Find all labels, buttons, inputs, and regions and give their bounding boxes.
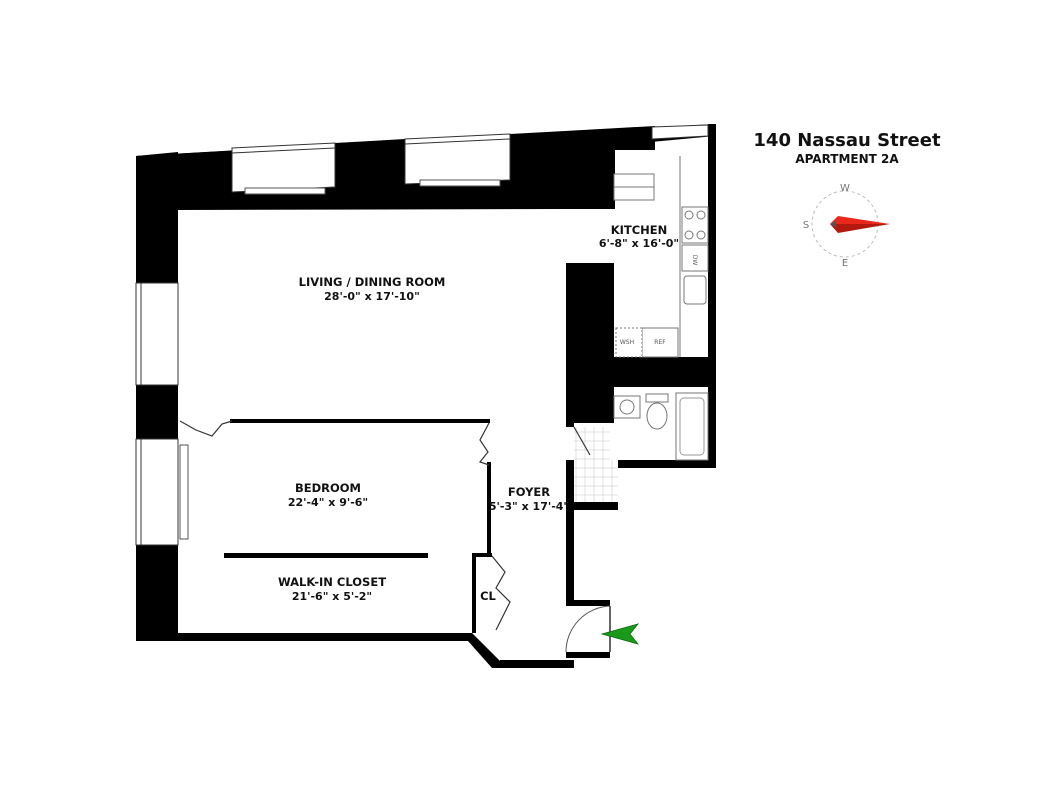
bedroom-name: BEDROOM [295,481,361,495]
cl-name: CL [480,589,496,603]
wall-pier-1 [335,139,405,186]
compass-label-bottom: E [842,258,848,269]
doors [179,420,611,653]
wall-left-bottom-block [136,545,178,641]
bedroom-bifold-door [179,420,233,437]
wall-bath-left2 [566,460,574,510]
washer [615,327,643,358]
wall-cl-left [472,553,476,633]
cl-bifold-door [491,555,511,631]
wall-pier-3 [565,126,655,209]
entry-door-swing [565,605,611,653]
window-left-1 [135,282,179,386]
address-title: 140 Nassau Street [753,130,941,151]
wall-left-mid-block [136,385,178,439]
wall-bath-right [708,387,716,467]
window-top-1 [231,142,336,193]
compass-label-top: W [840,183,850,194]
entry-arrow-icon [600,623,640,645]
wall-bath-bottom [610,460,716,468]
bedroom-door [478,422,490,466]
wall-entry-jamb-bottom [566,652,610,658]
window-top-2 [404,133,511,185]
living-room-dims: 28'-0" x 17'-10" [324,290,420,303]
wall-cl-top [472,553,492,557]
closet-name: WALK-IN CLOSET [278,575,386,589]
kitchen-dims: 6'-8" x 16'-0" [599,237,679,250]
wall-entry-jamb-top [566,600,610,606]
wall-bedroom-top [230,419,490,423]
dishwasher-label: DW [691,255,698,266]
dishwasher [681,244,709,272]
wall-top-corner-left [136,150,240,210]
foyer-dims: 5'-3" x 17'-4" [489,500,569,513]
wall-kitchen-bottom [566,357,716,387]
refrigerator [641,327,679,358]
compass-needle-icon [830,216,890,224]
window-sills [179,179,501,540]
wall-bottom [136,633,500,668]
living-room-name: LIVING / DINING ROOM [299,275,446,289]
washer-label: WSH [620,339,634,346]
wall-closet-partition [224,553,428,558]
window-top-3 [651,124,709,140]
wall-bedroom-right [487,462,491,556]
toilet [645,393,669,430]
bathroom [573,392,709,502]
windows [135,124,709,546]
wall-foyer-bottom [500,660,574,668]
kitchen-fixtures [613,156,709,358]
refrigerator-label: REF [654,339,666,346]
foyer-name: FOYER [508,485,550,499]
compass-label-left: S [803,220,809,231]
wall-right-kitchen [708,124,716,362]
wall-bath-step-h [572,502,618,510]
kitchen-name: KITCHEN [611,223,668,237]
compass-icon: W E S [803,183,890,269]
sink [683,275,707,305]
bedroom-dims: 22'-4" x 9'-6" [288,496,368,509]
apartment-subtitle: APARTMENT 2A [795,152,899,166]
wall-foyer-right [566,502,574,602]
wall-bath-left [566,387,574,427]
closet-dims: 21'-6" x 5'-2" [292,590,372,603]
window-left-2 [135,438,179,546]
wall-pier-2 [510,131,565,209]
